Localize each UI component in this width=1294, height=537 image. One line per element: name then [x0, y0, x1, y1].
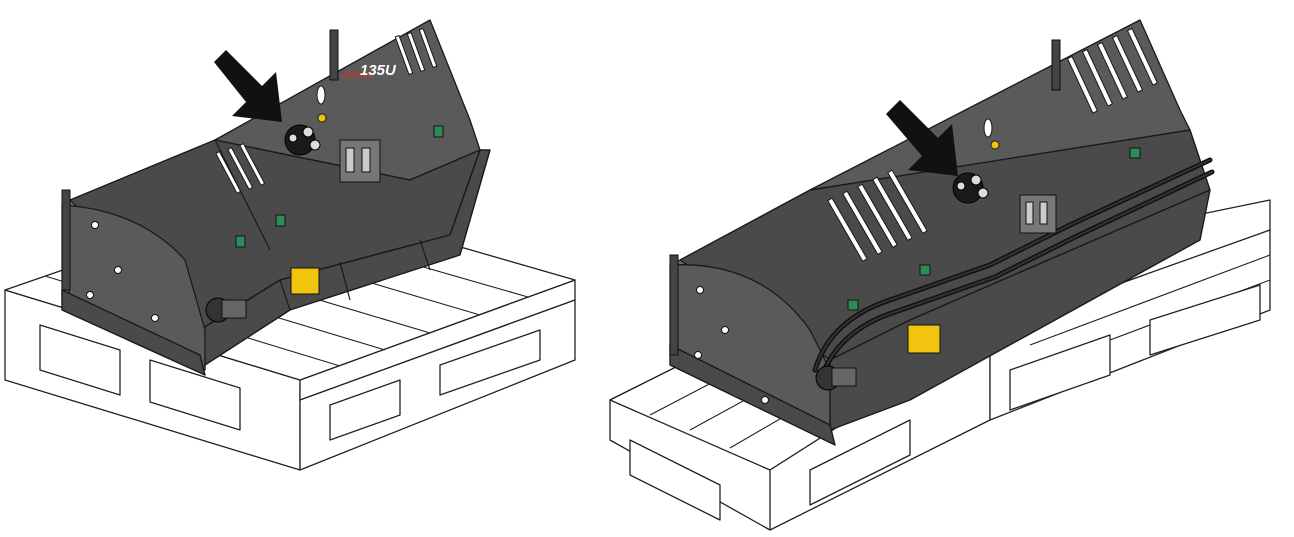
hydraulic-coupler-left: [284, 124, 321, 156]
warning-label: [290, 267, 320, 295]
vent-slots-right: [827, 27, 1159, 262]
yellow-bolt-icon: [990, 140, 1000, 150]
post-back: [329, 29, 339, 81]
valve-block-right: [1019, 194, 1057, 234]
arrow-down-right-icon: [886, 100, 958, 176]
svg-text:135U: 135U: [360, 62, 397, 79]
hose-clip: [847, 299, 859, 311]
post-back: [1051, 39, 1061, 91]
post-left: [61, 189, 71, 291]
hose-clip: [1129, 147, 1141, 159]
vent-slots-left: [215, 27, 438, 194]
post-left: [669, 254, 679, 356]
green-marker: [433, 125, 444, 138]
hose-clip: [919, 264, 931, 276]
hinge-bracket-left: [205, 297, 247, 323]
left-view-panel: AVANT 135U: [0, 0, 600, 537]
valve-block-left: [339, 139, 381, 183]
brand-logo-left: AVANT 135U: [341, 62, 397, 80]
yellow-bolt-icon: [317, 113, 327, 123]
attachment-body-left: AVANT 135U: [61, 19, 491, 376]
right-illustration: [609, 19, 1271, 531]
green-marker: [275, 214, 286, 227]
hinge-bracket-right: [815, 365, 857, 391]
hydraulic-coupler-right: [952, 172, 989, 204]
svg-text:AVANT: AVANT: [341, 70, 373, 80]
green-marker: [235, 235, 246, 248]
arrow-down-right-icon: [214, 50, 282, 122]
right-view-panel: [590, 0, 1294, 537]
left-illustration: AVANT 135U: [4, 19, 576, 471]
attachment-body-right: [669, 19, 1215, 446]
warning-label: [907, 324, 941, 354]
